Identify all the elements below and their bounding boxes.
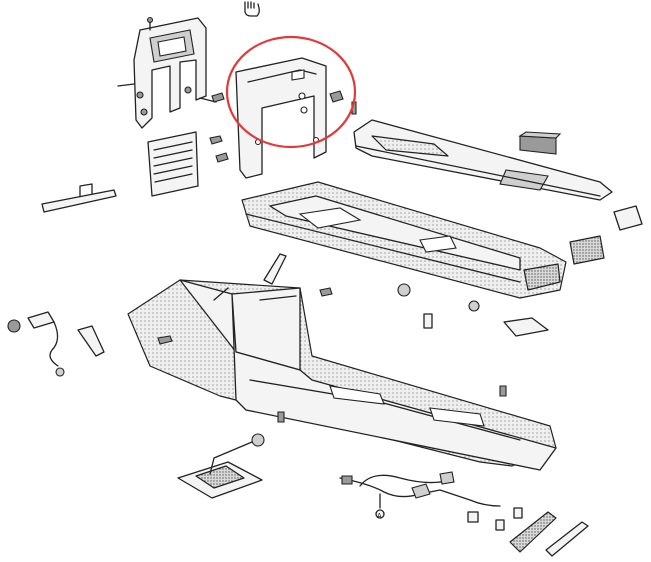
- air-vent-grille: [147, 131, 199, 197]
- highlight-circle: [225, 35, 357, 149]
- ashtray-insert: [518, 131, 562, 155]
- switch-trim-pieces: [569, 205, 643, 265]
- console-cover: [241, 181, 567, 299]
- radio-mounting-bracket: [117, 16, 217, 129]
- center-trim-frame: [235, 57, 327, 179]
- gear-shift-boot: [177, 433, 265, 499]
- mounting-rod: [41, 183, 117, 213]
- hand-pointer-icon: [244, 1, 260, 17]
- wiring-harness: [339, 471, 523, 531]
- console-body: [127, 279, 557, 471]
- console-top-strip: [353, 119, 613, 201]
- lower-trim-strips: [509, 511, 589, 557]
- clip-set-middle: [263, 253, 549, 337]
- callout-label-a: A: [377, 513, 382, 520]
- switch-with-harness: [7, 311, 105, 377]
